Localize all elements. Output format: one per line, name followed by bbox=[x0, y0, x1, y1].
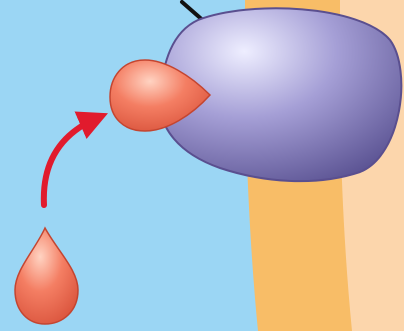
binding-diagram bbox=[0, 0, 404, 331]
diagram-canvas bbox=[0, 0, 404, 331]
